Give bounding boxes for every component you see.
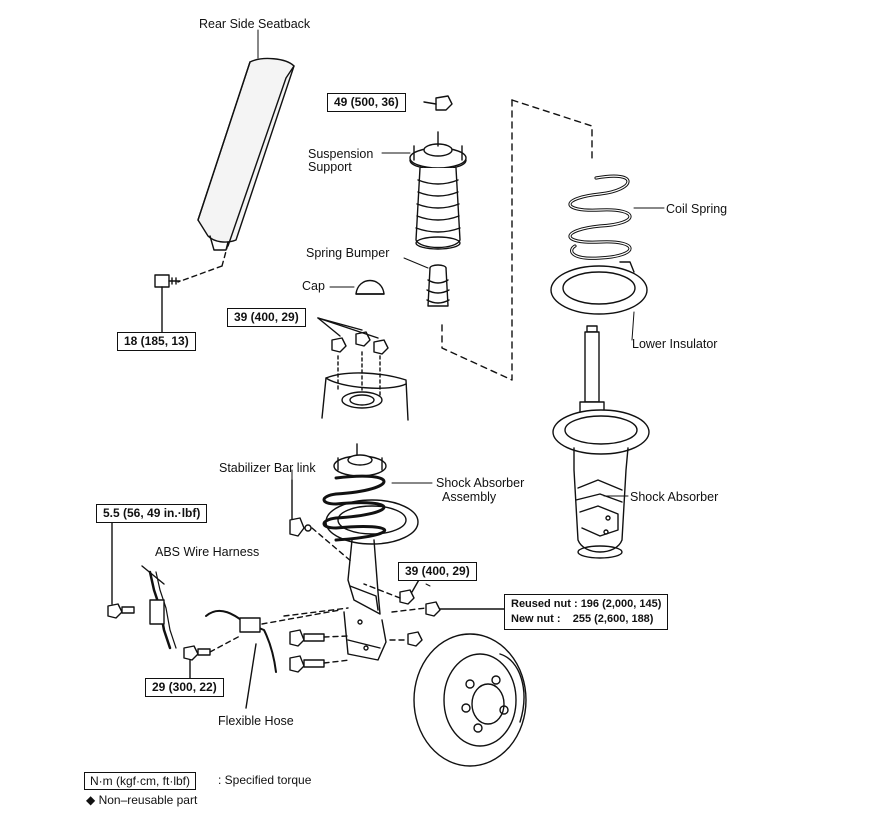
reused-nut-row: Reused nut : 196 (2,000, 145) [511, 597, 661, 612]
torque-seatback-bolt: 18 (185, 13) [117, 332, 196, 351]
torque-harness-bolt: 5.5 (56, 49 in.·lbf) [96, 504, 208, 523]
knuckle-nuts-icon [389, 601, 505, 647]
seatback-bolt-icon [154, 274, 181, 333]
new-nut-value: 255 (2,600, 188) [572, 613, 654, 625]
reused-nut-value: 196 (2,000, 145) [580, 598, 662, 610]
label-spring-bumper: Spring Bumper [306, 246, 390, 260]
suspension-support-illustration [409, 131, 467, 250]
new-nut-row: New nut : 255 (2,600, 188) [511, 612, 661, 627]
legend-nonreusable: ◆ Non–reusable part [86, 793, 197, 807]
stabilizer-bar-link-illustration [289, 479, 353, 563]
cap-illustration [355, 279, 385, 295]
torque-knuckle-nuts: Reused nut : 196 (2,000, 145) New nut : … [504, 594, 669, 630]
rear-seatback-illustration [177, 57, 295, 283]
legend-unit-box: N·m (kgf·cm, ft·lbf) [84, 772, 196, 790]
label-abs-wire-harness: ABS Wire Harness [155, 545, 260, 559]
support-nut-icon [423, 95, 453, 111]
shock-absorber-illustration [552, 325, 650, 559]
stabilizer-nut-icon [363, 577, 421, 605]
label-shock-absorber-assembly-line1: Shock Absorber [436, 476, 525, 490]
label-rear-side-seatback: Rear Side Seatback [199, 17, 311, 31]
shock-absorber-assembly-illustration [322, 443, 419, 661]
torque-support-nut: 49 (500, 36) [327, 93, 406, 112]
label-lower-insulator: Lower Insulator [632, 337, 718, 351]
knuckle-bolts-icon [289, 629, 351, 673]
label-suspension-support-line1: Suspension [308, 147, 374, 161]
legend-unit-description: : Specified torque [218, 773, 312, 787]
nonreusable-text: Non–reusable part [98, 793, 198, 807]
label-stabilizer-bar-link: Stabilizer Bar link [219, 461, 316, 475]
label-cap: Cap [302, 279, 325, 293]
label-flexible-hose: Flexible Hose [218, 714, 294, 728]
upper-mount-nuts-icon [317, 317, 389, 355]
new-nut-label: New nut : [511, 613, 561, 625]
leader-lines [257, 29, 665, 587]
lower-insulator-illustration [550, 261, 648, 315]
reused-nut-label: Reused nut : [511, 598, 578, 610]
abs-wire-harness-illustration [141, 565, 177, 650]
label-shock-absorber-assembly-line2: Assembly [442, 490, 497, 504]
hose-bolt-icon [183, 635, 241, 679]
strut-tower-illustration [321, 351, 409, 421]
label-coil-spring: Coil Spring [666, 202, 728, 216]
label-suspension-support-line2: Support [308, 160, 352, 174]
spring-bumper-illustration [426, 264, 450, 307]
brake-disc-hub-illustration [413, 633, 527, 767]
coil-spring-illustration [568, 174, 632, 260]
nonreusable-diamond-icon: ◆ [86, 793, 96, 807]
flexible-hose-illustration [205, 607, 349, 709]
harness-bolt-icon [107, 521, 135, 619]
torque-hose-bolt: 29 (300, 22) [145, 678, 224, 697]
torque-upper-mount-nuts: 39 (400, 29) [227, 308, 306, 327]
torque-stabilizer-nut: 39 (400, 29) [398, 562, 477, 581]
label-shock-absorber: Shock Absorber [630, 490, 719, 504]
